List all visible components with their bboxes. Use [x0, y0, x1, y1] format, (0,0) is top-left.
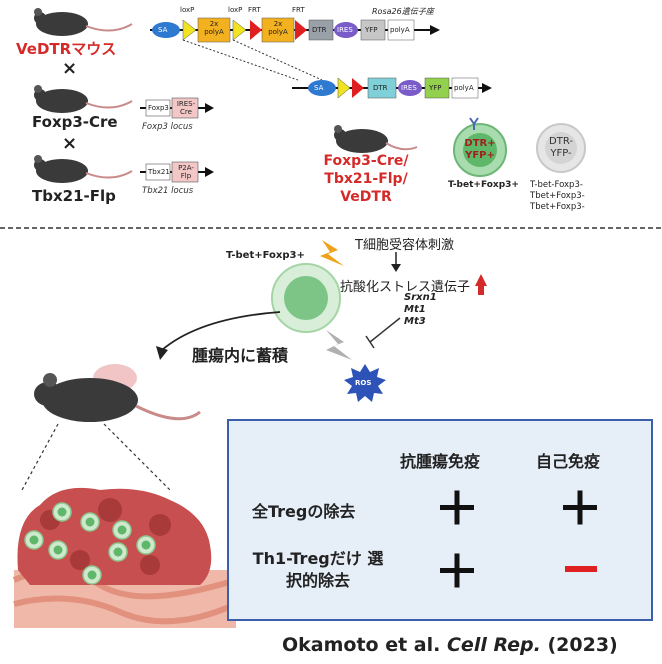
dtr-positive-text: DTR+ YFP+ — [464, 138, 496, 161]
cross-symbol: × — [62, 133, 78, 154]
ires-cre-label: IRES-Cre — [176, 100, 196, 116]
frt-label: FRT — [248, 6, 261, 14]
mouse-label-tbx21flp: Tbx21-Flp — [32, 187, 116, 205]
yfp-label: YFP — [365, 26, 378, 34]
loxp-label: loxP — [180, 6, 195, 14]
dtr-negative-cell — [536, 123, 586, 173]
ires-label: IRES — [337, 26, 353, 34]
mouse-label-vedtr: VeDTRマウス — [16, 40, 117, 58]
gene-list: Srxn1 Mt1 Mt3 — [404, 292, 437, 327]
mouse-label-foxp3cre: Foxp3-Cre — [32, 113, 118, 131]
dtr-positive-cell — [453, 117, 507, 177]
polya2x-label: 2x polyA — [204, 20, 224, 36]
table-header-autoimmunity: 自己免疫 — [536, 452, 601, 471]
frt-label: FRT — [292, 6, 305, 14]
tbx21-gene-label: Tbx21 — [148, 168, 170, 176]
mouse-icon — [34, 85, 133, 113]
p2a-flp-label: P2A-Flp — [178, 164, 194, 180]
ros-icon — [344, 364, 386, 402]
mouse-icon — [334, 125, 418, 153]
polya2x-label: 2x polyA — [268, 20, 288, 36]
treg-cell — [271, 263, 341, 333]
plus-icon — [440, 553, 474, 588]
tcr-stimulation-label: T細胞受容体刺激 — [355, 238, 454, 253]
tbx21-locus — [140, 161, 214, 183]
accumulation-arrow — [161, 311, 281, 351]
sa-label: SA — [158, 26, 168, 34]
tumor-mouse-icon — [34, 364, 201, 422]
antioxidant-genes-label: 抗酸化ストレス遺伝子 — [340, 280, 471, 295]
row-label-th1-treg: Th1-Tregだけ 選択的除去 — [252, 549, 384, 590]
lightning-icon — [320, 240, 344, 266]
cross-symbol: × — [62, 58, 78, 79]
ros-label: ROS — [355, 379, 372, 387]
row-label-all-treg: 全Tregの除去 — [252, 502, 356, 521]
foxp3-locus-label: Foxp3 locus — [142, 122, 193, 132]
dtr-label: DTR — [312, 26, 327, 34]
rosa-locus-label: Rosa26遺伝子座 — [372, 7, 434, 16]
plus-icon — [440, 490, 474, 525]
polya-label: polyA — [390, 26, 410, 34]
mouse-icon — [34, 155, 133, 183]
recombined-construct — [292, 77, 492, 99]
citation: Okamoto et al. Cell Rep. (2023) — [282, 634, 618, 656]
grey-lightning-icon — [326, 330, 352, 360]
tbet-foxp3-positive-label: T-bet+Foxp3+ — [448, 180, 519, 190]
foxp3-locus — [140, 97, 214, 119]
ires-label: IRES — [401, 84, 417, 92]
upregulation-arrow-icon — [475, 274, 487, 286]
minus-icon — [565, 566, 597, 572]
mouse-icon — [34, 8, 133, 36]
tbx21-locus-label: Tbx21 locus — [142, 186, 194, 196]
table-header-antitumor: 抗腫瘍免疫 — [400, 452, 481, 471]
tumor-tissue — [12, 487, 238, 628]
sa-label: SA — [314, 84, 324, 92]
foxp3-gene-label: Foxp3 — [148, 104, 169, 112]
plus-icon — [563, 490, 597, 525]
yfp-label: YFP — [429, 84, 442, 92]
bottom-cell-label: T-bet+Foxp3+ — [226, 250, 305, 261]
negative-population-labels: T-bet-Foxp3- Tbet+Foxp3- Tbet+Foxp3- — [530, 180, 585, 212]
dtr-negative-text: DTR- YFP- — [549, 136, 573, 159]
cross-result-label: Foxp3-Cre/ Tbx21-Flp/ VeDTR — [323, 153, 409, 205]
dtr-label: DTR — [373, 84, 388, 92]
vedtr-construct — [150, 17, 440, 81]
polya-label: polyA — [454, 84, 474, 92]
accumulation-label: 腫瘍内に蓄積 — [192, 346, 289, 365]
loxp-label: loxP — [228, 6, 243, 14]
